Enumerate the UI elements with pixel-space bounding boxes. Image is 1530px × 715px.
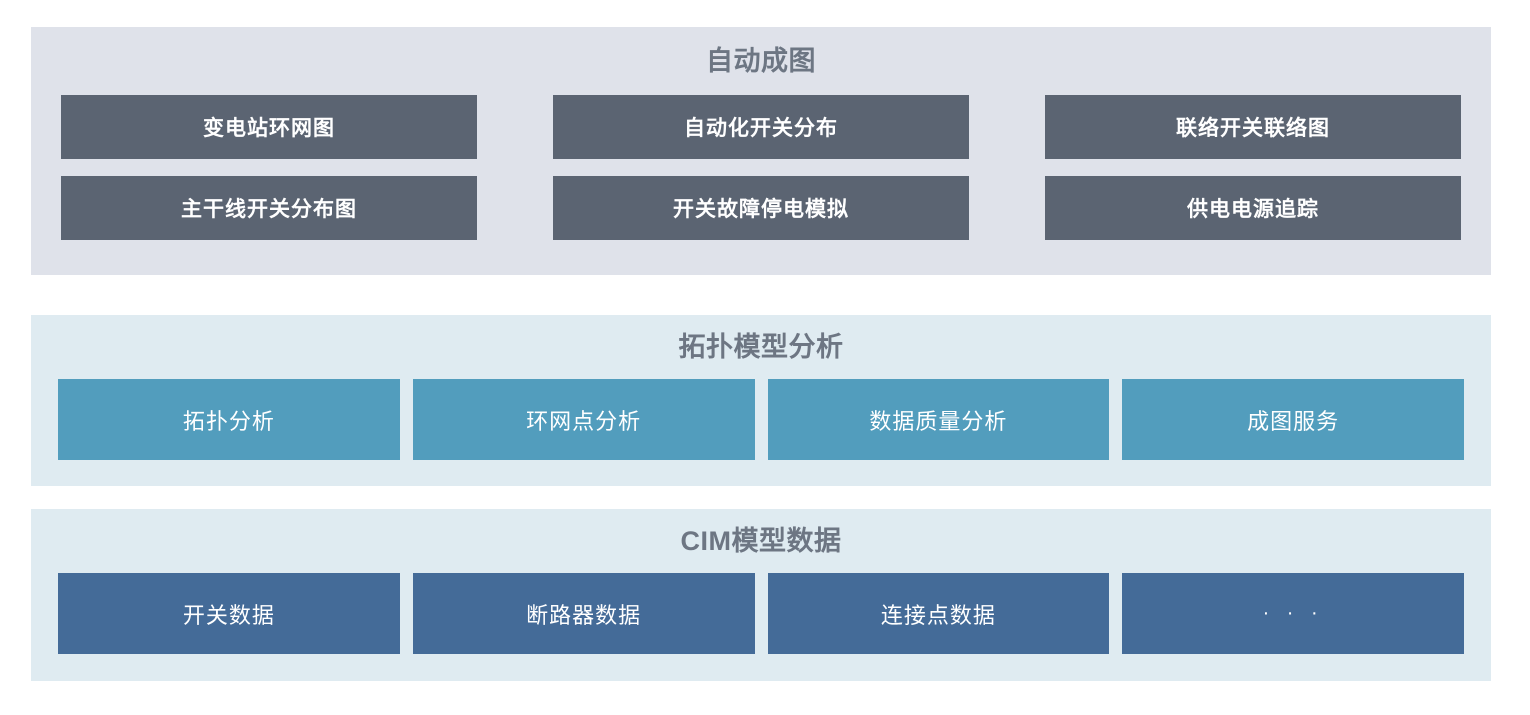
auto-mapping-row-2: 主干线开关分布图 开关故障停电模拟 供电电源追踪 <box>61 176 1461 240</box>
button-circuit-breaker-data[interactable]: 断路器数据 <box>412 573 755 654</box>
button-ring-network-point-analysis[interactable]: 环网点分析 <box>412 379 755 460</box>
button-main-line-switch-distribution-diagram[interactable]: 主干线开关分布图 <box>61 176 477 240</box>
button-more-data[interactable]: · · · <box>1122 573 1464 654</box>
button-data-quality-analysis[interactable]: 数据质量分析 <box>767 379 1110 460</box>
topology-row-1: 拓扑分析 环网点分析 数据质量分析 成图服务 <box>58 379 1464 460</box>
spacer-1 <box>31 275 1491 315</box>
button-switch-data[interactable]: 开关数据 <box>58 573 400 654</box>
button-switch-fault-outage-simulation[interactable]: 开关故障停电模拟 <box>553 176 969 240</box>
button-tie-switch-connection-diagram[interactable]: 联络开关联络图 <box>1045 95 1461 159</box>
button-mapping-service[interactable]: 成图服务 <box>1122 379 1464 460</box>
section-auto-mapping: 自动成图 变电站环网图 自动化开关分布 联络开关联络图 主干线开关分布图 开关故… <box>31 27 1491 275</box>
button-connectivity-node-data[interactable]: 连接点数据 <box>767 573 1110 654</box>
button-substation-ring-network-diagram[interactable]: 变电站环网图 <box>61 95 477 159</box>
button-topology-analysis[interactable]: 拓扑分析 <box>58 379 400 460</box>
section-title-cim-model-data: CIM模型数据 <box>680 526 842 556</box>
section-title-auto-mapping: 自动成图 <box>706 46 816 76</box>
button-automation-switch-distribution[interactable]: 自动化开关分布 <box>553 95 969 159</box>
button-power-supply-source-tracing[interactable]: 供电电源追踪 <box>1045 176 1461 240</box>
architecture-stack: 自动成图 变电站环网图 自动化开关分布 联络开关联络图 主干线开关分布图 开关故… <box>31 27 1491 681</box>
section-topology-model-analysis: 拓扑模型分析 拓扑分析 环网点分析 数据质量分析 成图服务 <box>31 315 1491 486</box>
spacer-2 <box>31 486 1491 509</box>
section-cim-model-data: CIM模型数据 开关数据 断路器数据 连接点数据 · · · <box>31 509 1491 681</box>
section-title-topology-model-analysis: 拓扑模型分析 <box>678 332 844 362</box>
auto-mapping-row-1: 变电站环网图 自动化开关分布 联络开关联络图 <box>61 95 1461 159</box>
cim-row-1: 开关数据 断路器数据 连接点数据 · · · <box>58 573 1464 654</box>
